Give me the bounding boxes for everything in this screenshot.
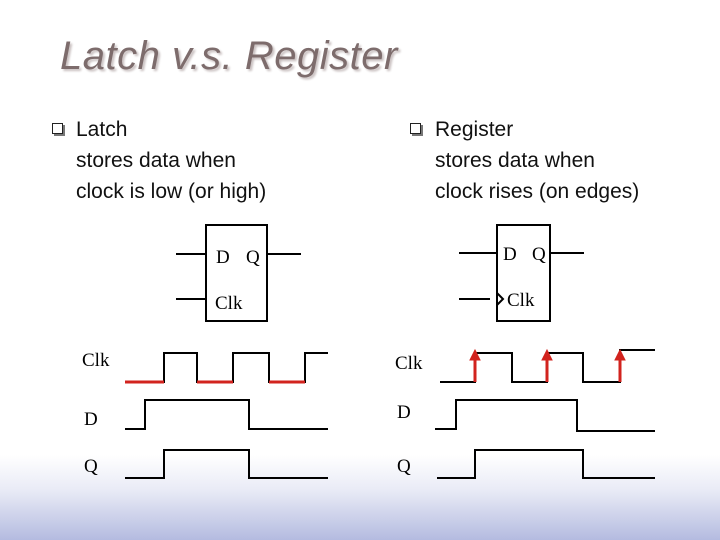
slide-title: Latch v.s. Register <box>60 34 398 78</box>
register-wave-clk-label: Clk <box>395 353 423 374</box>
register-rising-edge-2-arrowhead <box>541 348 553 361</box>
latch-description: Latch stores data when clock is low (or … <box>76 114 266 207</box>
register-d-wave <box>435 399 655 432</box>
latch-block <box>205 224 268 322</box>
latch-line-3: clock is low (or high) <box>76 180 267 203</box>
register-rising-edge-1-arrowhead <box>469 348 481 361</box>
latch-q-wave <box>125 449 328 479</box>
register-clock-triangle <box>496 292 505 306</box>
register-line-2: stores data when <box>435 149 595 172</box>
latch-wave-q-label: Q <box>84 456 98 477</box>
latch-q-label: Q <box>246 247 260 268</box>
register-description: Register stores data when clock rises (o… <box>435 114 639 207</box>
bullet-register <box>410 123 421 134</box>
bullet-latch <box>52 123 63 134</box>
register-wave-q-label: Q <box>397 456 411 477</box>
latch-d-wave <box>125 399 328 430</box>
register-line-3: clock rises (on edges) <box>435 180 640 203</box>
latch-heading: Latch <box>76 118 128 141</box>
latch-d-label: D <box>216 247 230 268</box>
latch-wave-d-label: D <box>84 409 98 430</box>
register-q-label: Q <box>532 244 546 265</box>
register-wave-d-label: D <box>397 402 411 423</box>
register-d-label: D <box>503 244 517 265</box>
register-q-wave <box>437 449 655 479</box>
register-clk-label: Clk <box>507 290 535 311</box>
register-heading: Register <box>435 118 514 141</box>
register-rising-edge-3-arrowhead <box>614 348 626 361</box>
register-block <box>496 224 551 322</box>
latch-wave-clk-label: Clk <box>82 350 110 371</box>
latch-line-2: stores data when <box>76 149 236 172</box>
latch-clk-wave <box>125 352 328 383</box>
latch-clk-label: Clk <box>215 293 243 314</box>
